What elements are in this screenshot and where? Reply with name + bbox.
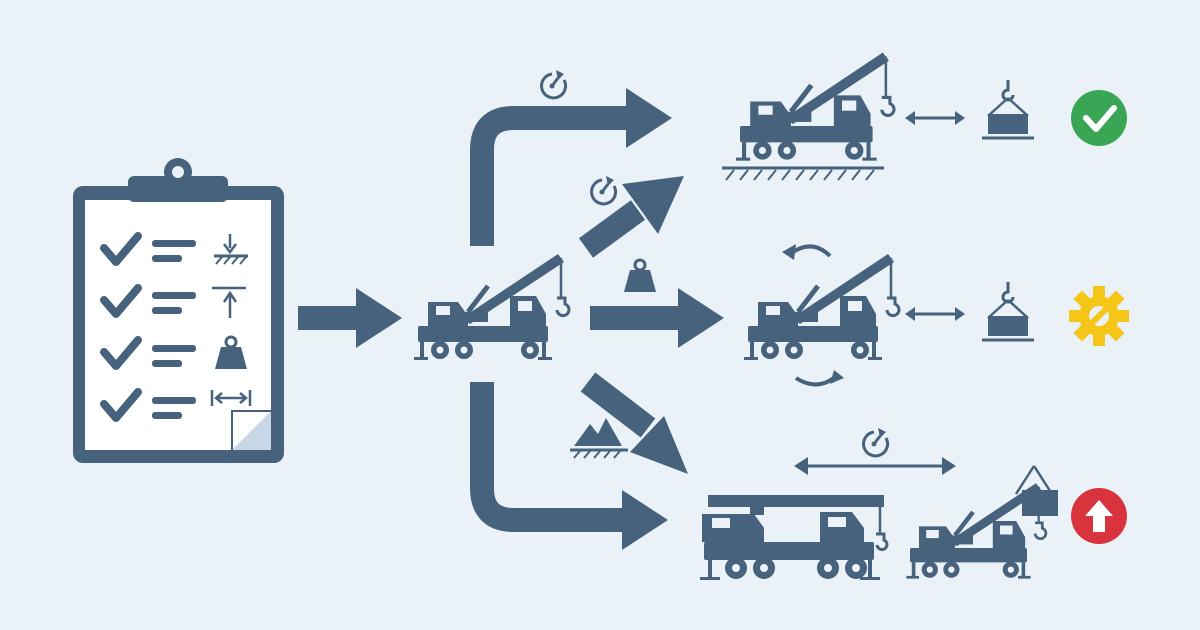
curved-arrow-up (470, 88, 672, 246)
branch-bottom (700, 426, 1127, 580)
clock-icon (862, 426, 890, 458)
diagonal-arrow-down (580, 372, 688, 474)
double-arrow-icon (903, 305, 967, 323)
large-all-terrain-crane-icon (700, 495, 889, 580)
branch-middle (744, 244, 1129, 387)
straight-arrow (590, 288, 724, 348)
radius-width-icon (210, 390, 252, 406)
checklist-row-1 (100, 232, 250, 266)
clipboard-checklist-icon (73, 158, 284, 463)
terrain-icon (570, 418, 628, 459)
clock-icon (540, 68, 568, 100)
small-crane-lifting-icon (906, 465, 1058, 579)
suspended-load-icon (980, 78, 1036, 140)
checkmark-icon (100, 336, 142, 370)
crane-slewing-icon (744, 254, 899, 360)
arrow-up-circle-icon (1071, 488, 1127, 544)
mobile-crane-icon (414, 254, 569, 360)
load-weight-icon (622, 258, 658, 294)
lift-height-up-icon (212, 286, 246, 318)
checklist-row-3 (100, 335, 249, 371)
text-line (152, 240, 196, 247)
long-double-arrow-icon (794, 457, 956, 475)
diagonal-arrow-up (578, 176, 684, 258)
branch-top (722, 53, 1127, 181)
double-arrow-icon (903, 109, 967, 127)
checklist-row-4 (100, 388, 252, 422)
crane-on-outriggers-icon (722, 53, 894, 181)
checkmark-icon (100, 388, 142, 422)
checkmark-icon (100, 232, 142, 266)
suspended-load-icon (980, 280, 1036, 342)
checklist-row-2 (100, 284, 246, 318)
arrow-to-crane (298, 288, 402, 348)
checkmark-circle-icon (1071, 90, 1127, 146)
gear-wrench-icon (1069, 286, 1129, 346)
clock-icon (590, 174, 618, 206)
curved-arrow-down (470, 382, 668, 550)
rotate-arrows-icon (782, 244, 844, 387)
checkmark-icon (100, 284, 142, 318)
